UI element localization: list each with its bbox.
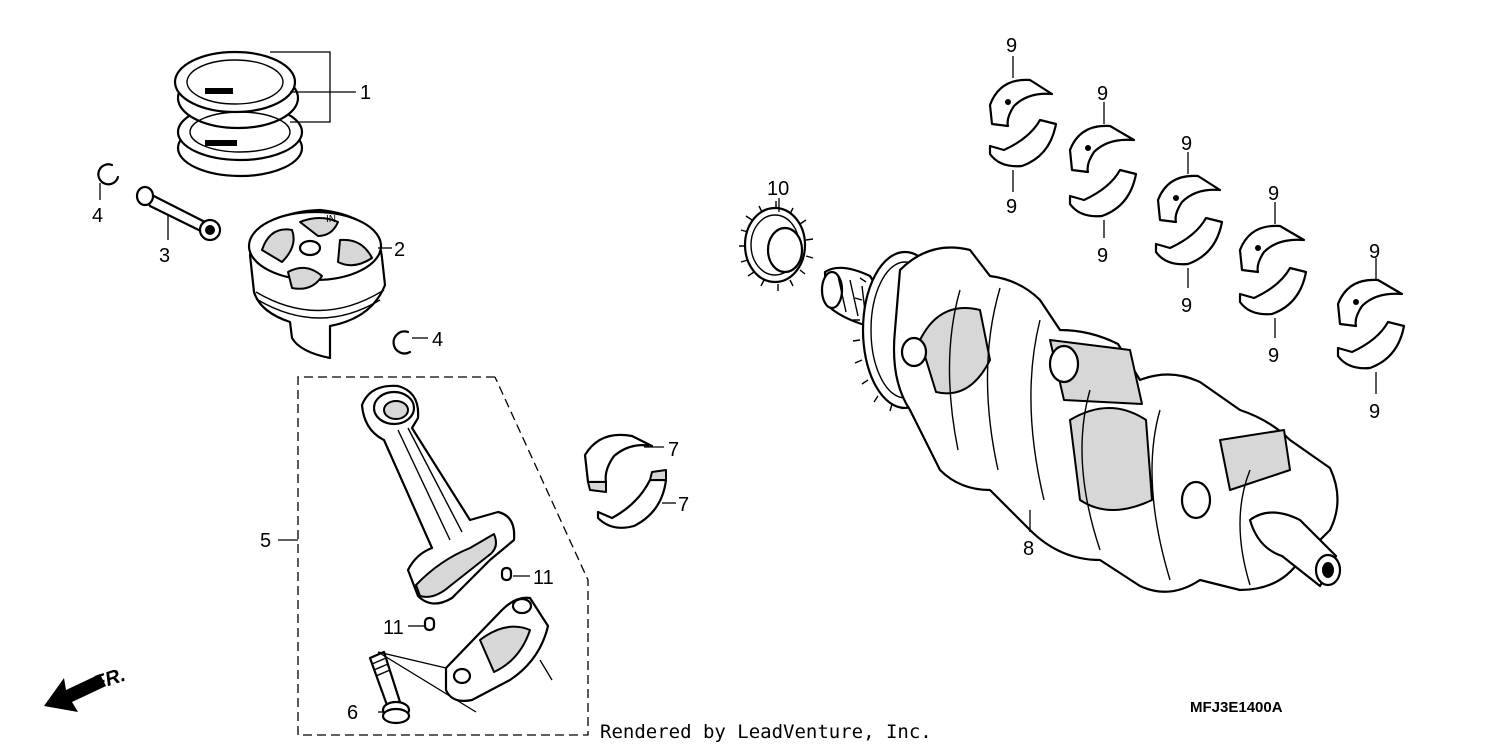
callout-9-2a: 9 [1097, 83, 1108, 105]
callout-10: 10 [767, 178, 789, 200]
callout-2: 2 [394, 239, 405, 261]
callout-9-3b: 9 [1181, 295, 1192, 317]
callout-1: 1 [360, 82, 371, 104]
callout-4-upper: 4 [92, 205, 103, 227]
callout-11-lower: 11 [383, 617, 404, 639]
conrod-bolt [368, 650, 411, 725]
conrod-bearing-cap [444, 596, 550, 702]
callout-9-4a: 9 [1268, 183, 1279, 205]
callout-9-2b: 9 [1097, 245, 1108, 267]
callout-5: 5 [260, 530, 271, 552]
main-bearing-pair-4 [1238, 224, 1308, 316]
knock-pin-upper [500, 566, 513, 582]
credit-text: Rendered by LeadVenture, Inc. [600, 721, 932, 743]
main-bearing-pair-1 [988, 78, 1058, 168]
conrod-group-outline [297, 376, 589, 736]
callout-9-5a: 9 [1369, 241, 1380, 263]
piston-pin-clip-lower [392, 330, 412, 355]
callout-9-5b: 9 [1369, 401, 1380, 423]
callout-9-4b: 9 [1268, 345, 1279, 367]
piston-rings [173, 50, 304, 178]
main-bearing-pair-5 [1336, 278, 1406, 370]
piston: IN [247, 208, 387, 360]
connecting-rod [360, 384, 516, 605]
callout-8: 8 [1023, 538, 1034, 560]
primary-drive-gear [739, 201, 814, 291]
callout-9-1a: 9 [1006, 35, 1017, 57]
leader-1 [270, 51, 331, 123]
piston-pin [135, 185, 222, 242]
callout-7-lower: 7 [678, 494, 689, 516]
crankshaft [820, 246, 1342, 593]
main-bearing-pair-2 [1068, 124, 1138, 218]
svg-text:IN: IN [326, 214, 336, 225]
callout-3: 3 [159, 245, 170, 267]
conrod-bearing-upper [583, 433, 654, 493]
knock-pin-lower [423, 616, 436, 632]
front-direction-arrow-icon [44, 674, 106, 712]
direction-label: FR. [91, 664, 128, 695]
piston-pin-clip-upper [97, 163, 120, 186]
callout-7-upper: 7 [668, 439, 679, 461]
conrod-bearing-lower [596, 469, 668, 529]
diagram-code: MFJ3E1400A [1190, 699, 1283, 716]
callout-6: 6 [347, 702, 358, 724]
callout-11-upper: 11 [533, 567, 554, 589]
callout-9-1b: 9 [1006, 196, 1017, 218]
callout-4-lower: 4 [432, 329, 443, 351]
callout-9-3a: 9 [1181, 133, 1192, 155]
main-bearing-pair-3 [1154, 174, 1224, 266]
